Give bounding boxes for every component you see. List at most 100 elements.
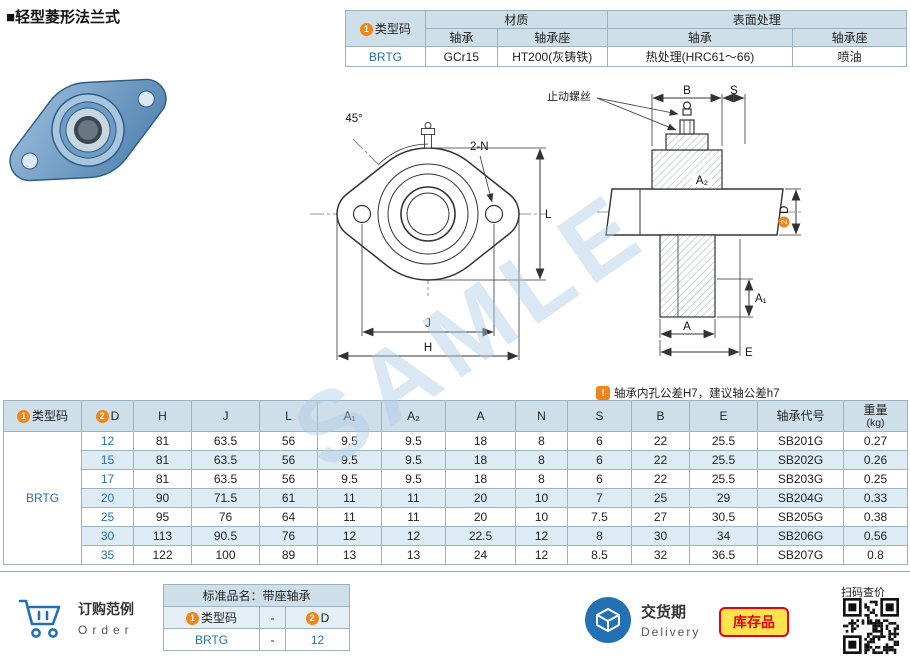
set-screw-leader-lines	[596, 97, 679, 131]
col-header-label: D	[110, 408, 120, 423]
col-header-label: 类型码	[31, 408, 68, 423]
cell: 8	[567, 526, 632, 546]
front-view-drawing: 45° 2-N L J H	[310, 113, 552, 361]
col-header-b: B	[631, 400, 690, 432]
set-screw	[679, 119, 695, 135]
cart-icon	[18, 599, 61, 638]
delivery-title: 交货期	[641, 604, 687, 621]
cell: 6	[567, 431, 632, 451]
page-title: ■轻型菱形法兰式	[6, 9, 121, 26]
col-header-a1: A₁	[317, 400, 382, 432]
dim-S-label: S	[730, 85, 738, 97]
col-header-j: J	[191, 400, 260, 432]
cell: 11	[317, 507, 382, 527]
cell: 0.27	[843, 431, 908, 451]
circled-1-icon: 1	[16, 409, 30, 423]
table-row: 轴承 轴承座 轴承 轴承座	[346, 28, 907, 47]
cell: 56	[259, 450, 318, 470]
sample-d-value: 12	[285, 628, 350, 651]
cell: 9.5	[381, 431, 446, 451]
sample-dash: -	[259, 628, 286, 651]
col-header-a2: A₂	[381, 400, 446, 432]
sample-col-d-label: D	[320, 610, 330, 625]
spec-subheader-bearing2: 轴承	[606, 28, 794, 47]
circled-1-icon: 1	[359, 23, 373, 36]
holes-label: 2-N	[470, 141, 489, 153]
spec-subheader-housing: 轴承座	[496, 28, 608, 47]
cell: 9.5	[381, 469, 446, 489]
dim-B-label: B	[683, 85, 691, 97]
cell: 0.33	[843, 488, 908, 508]
cell: 9.5	[381, 450, 446, 470]
dim-H: H	[336, 218, 520, 361]
col-header-a: A	[445, 400, 516, 432]
grease-nipple-icon	[682, 108, 692, 116]
cell: SB206G	[757, 526, 844, 546]
cell: 122	[133, 545, 192, 565]
type-code-cell: BRTG	[3, 431, 82, 565]
order-subtitle: Order	[78, 623, 134, 637]
delivery-section: 交货期 Delivery	[583, 595, 700, 645]
order-example-section: 订购范例 Order	[16, 592, 134, 644]
sample-type-value: BRTG	[163, 628, 260, 651]
cell: 25.5	[689, 431, 758, 451]
cell: 27	[631, 507, 690, 527]
table-row: BRTG - 12	[163, 628, 350, 651]
circled-2-icon: 2	[95, 409, 109, 423]
angle-label: 45°	[345, 113, 362, 125]
cell: 9.5	[317, 450, 382, 470]
cell: 0.38	[843, 507, 908, 527]
cell: 10	[515, 488, 568, 508]
cell: SB202G	[757, 450, 844, 470]
col-header-l: L	[259, 400, 318, 432]
spec-header-type-label: 类型码	[374, 22, 411, 36]
cell-bore-d: 15	[81, 450, 134, 470]
cell: 8	[515, 450, 568, 470]
cell: 6	[567, 469, 632, 489]
delivery-box-icon	[585, 597, 631, 643]
col-header-label: 重量	[863, 402, 888, 417]
dim-B: B	[651, 85, 723, 146]
bore-inner	[406, 192, 450, 236]
dim-E-label: E	[745, 347, 753, 359]
dim-D: 2 D	[778, 188, 801, 236]
cell: 11	[381, 488, 446, 508]
qr-code	[843, 598, 899, 654]
qr-label: 扫码查价	[841, 587, 885, 599]
circled-2-icon	[778, 216, 790, 228]
set-screw-label: 止动螺丝	[547, 91, 591, 103]
cell-bore-d: 30	[81, 526, 134, 546]
spec-bearing-material: GCr15	[424, 46, 498, 67]
col-header-s: S	[567, 400, 632, 432]
cell: 29	[689, 488, 758, 508]
stock-badge: 库存品	[719, 607, 789, 637]
cell: 13	[317, 545, 382, 565]
cell: 6	[567, 450, 632, 470]
cell: 7.5	[567, 507, 632, 527]
cell: 76	[259, 526, 318, 546]
bore-inner	[78, 120, 98, 140]
spec-type-code: BRTG	[345, 46, 426, 67]
flange-raised-ring	[377, 163, 479, 265]
bolt-hole-left	[21, 152, 39, 170]
spec-housing-surface: 喷油	[792, 46, 907, 67]
cell-bore-d: 12	[81, 431, 134, 451]
cell-bore-d: 25	[81, 507, 134, 527]
dim-L: L	[432, 147, 552, 281]
cell: 7	[567, 488, 632, 508]
bearing-outer-ring	[387, 173, 469, 255]
cell: 18	[445, 469, 516, 489]
cell: 18	[445, 450, 516, 470]
cell: 30.5	[689, 507, 758, 527]
